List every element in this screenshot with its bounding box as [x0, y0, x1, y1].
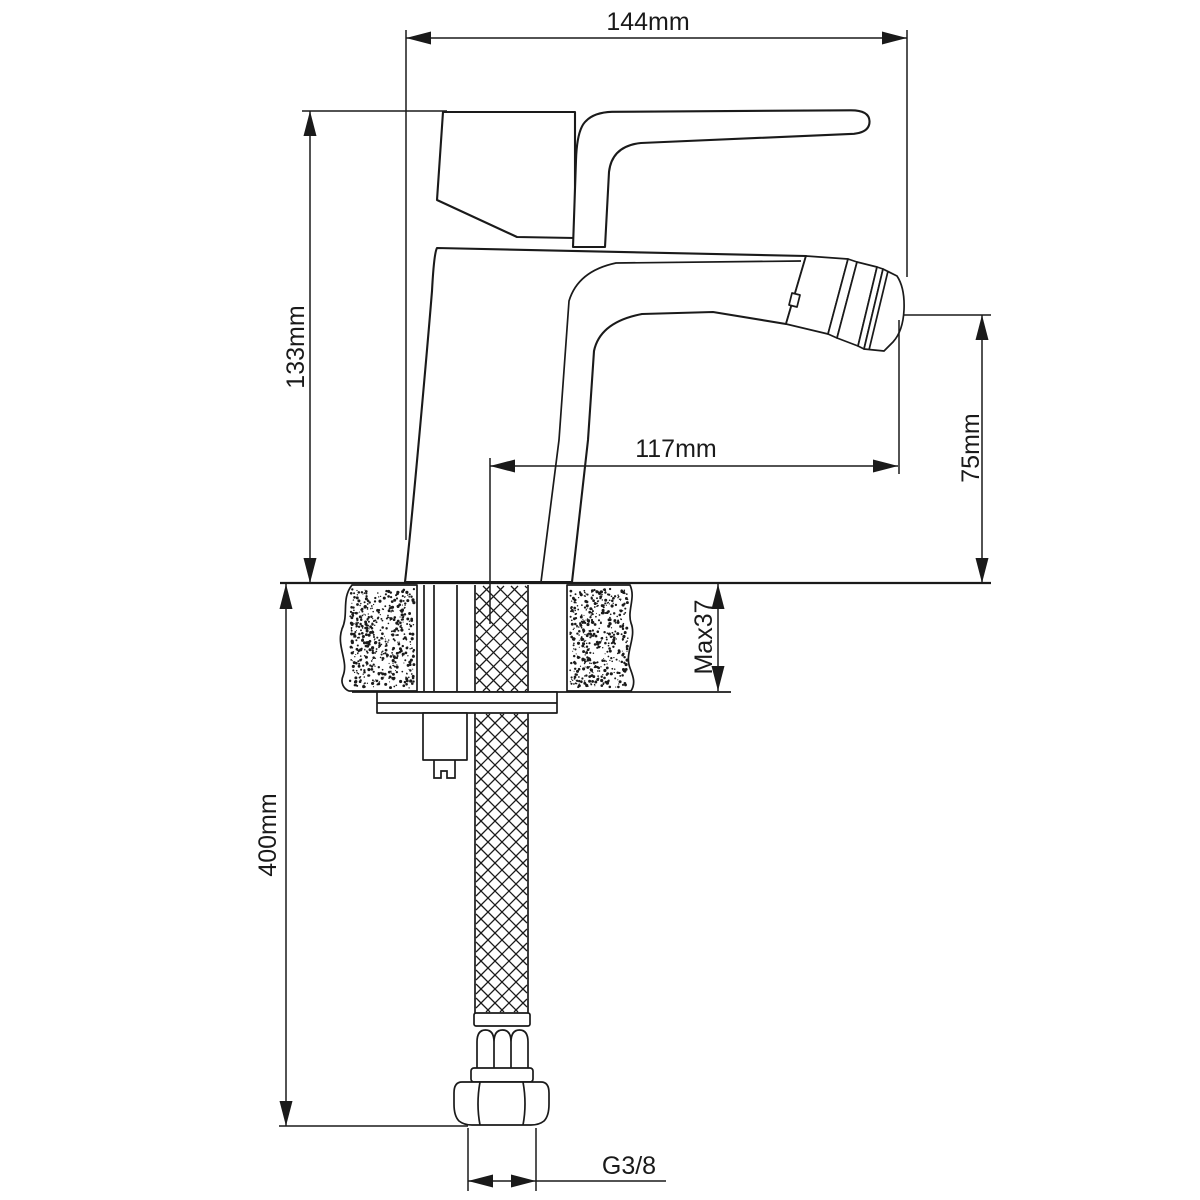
arrowhead-top: [711, 584, 725, 609]
dim-total-length: 144mm: [405, 8, 908, 540]
arrowhead-left: [468, 1174, 493, 1188]
dim-label-thread-size: G3/8: [602, 1152, 656, 1180]
arrowhead-top: [279, 584, 293, 609]
arrowhead-left: [490, 459, 515, 473]
arrowhead-top: [975, 315, 989, 340]
hex-nut-facet-line: [477, 1081, 481, 1126]
arrowhead-bottom: [303, 558, 317, 583]
mounting-nut: [422, 712, 468, 761]
dim-label-body-height: 133mm: [282, 305, 310, 388]
dim-label-hose-length: 400mm: [254, 793, 282, 876]
dim-label-max-counter-thickness: Max37: [690, 599, 718, 674]
hose-collar: [473, 1012, 531, 1027]
handle-base-cap: [435, 110, 577, 240]
plumbing: [376, 585, 558, 1126]
arrowhead-top: [303, 111, 317, 136]
dim-label-total-length: 144mm: [606, 8, 689, 36]
countertop-stipple-left: [348, 588, 416, 690]
supply-hose-braid-lower: [475, 713, 528, 1013]
countertop-stipple-right: [569, 587, 629, 689]
dim-label-spout-reach: 117mm: [635, 435, 717, 463]
threaded-rod-end: [433, 760, 456, 779]
dim-thread-size: G3/8: [467, 1128, 666, 1191]
faucet: [403, 109, 905, 584]
arrowhead-right: [882, 31, 907, 45]
dim-label-spout-height: 75mm: [957, 413, 985, 482]
aerator: [785, 255, 905, 352]
hose-hex-nut: [453, 1081, 550, 1126]
arrowhead-bottom: [975, 558, 989, 583]
body-contour-line: [540, 260, 802, 583]
arrowhead-right: [873, 459, 898, 473]
dim-max-counter-thickness: Max37: [690, 584, 725, 691]
hex-nut-facet-line: [522, 1081, 526, 1126]
dim-hose-length: 400mm: [254, 584, 468, 1127]
aerator-step-notch: [788, 292, 801, 308]
hose-crimp-arches: [476, 1029, 529, 1069]
arrowhead-bottom: [279, 1101, 293, 1126]
dim-body-height: 133mm: [282, 110, 447, 583]
arrowhead-bottom: [711, 666, 725, 691]
arrowhead-left: [406, 31, 431, 45]
aerator-cap-line: [868, 270, 889, 351]
dim-spout-reach: 117mm: [489, 320, 900, 624]
countertop-section: [280, 581, 991, 693]
dim-spout-height: 75mm: [903, 314, 991, 583]
faucet-body: [403, 246, 808, 584]
hose-ring: [470, 1067, 534, 1083]
arrowhead-right: [511, 1174, 536, 1188]
handle-lever: [571, 109, 871, 249]
supply-hose-braid-upper: [475, 585, 528, 692]
countertop-right-block: [566, 584, 635, 692]
